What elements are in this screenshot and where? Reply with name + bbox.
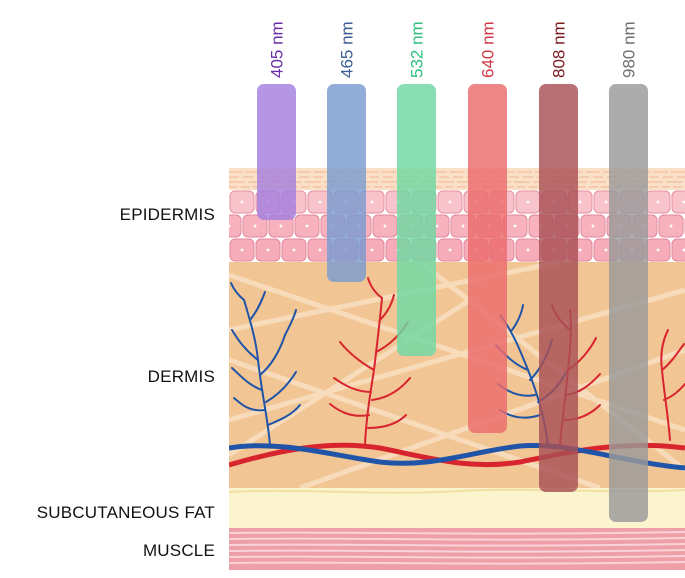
beam-980-nm	[609, 84, 648, 522]
label-dermis: DERMIS	[147, 367, 215, 386]
vein-main	[229, 442, 685, 471]
label-epidermis: EPIDERMIS	[119, 205, 215, 224]
wavelength-label-980-nm: 980 nm	[620, 21, 639, 78]
wavelength-label-640-nm: 640 nm	[479, 21, 498, 78]
vein-tree-left	[230, 282, 301, 446]
wavelength-label-532-nm: 532 nm	[408, 21, 427, 78]
beam-532-nm	[397, 84, 436, 356]
artery-tree-edge	[660, 329, 685, 441]
label-subcutaneous-fat: SUBCUTANEOUS FAT	[36, 503, 215, 522]
beam-405-nm	[257, 84, 296, 220]
penetration-beams	[257, 84, 648, 522]
beam-808-nm	[539, 84, 578, 492]
wavelength-label-405-nm: 405 nm	[268, 21, 287, 78]
beam-640-nm	[468, 84, 507, 433]
beam-465-nm	[327, 84, 366, 282]
wavelength-label-465-nm: 465 nm	[338, 21, 357, 78]
label-muscle: MUSCLE	[142, 541, 215, 560]
wavelength-label-808-nm: 808 nm	[550, 21, 569, 78]
wavelength-labels: 405 nm 465 nm 532 nm 640 nm 808 nm 980 nm	[268, 21, 639, 78]
muscle-fibers	[229, 531, 685, 565]
